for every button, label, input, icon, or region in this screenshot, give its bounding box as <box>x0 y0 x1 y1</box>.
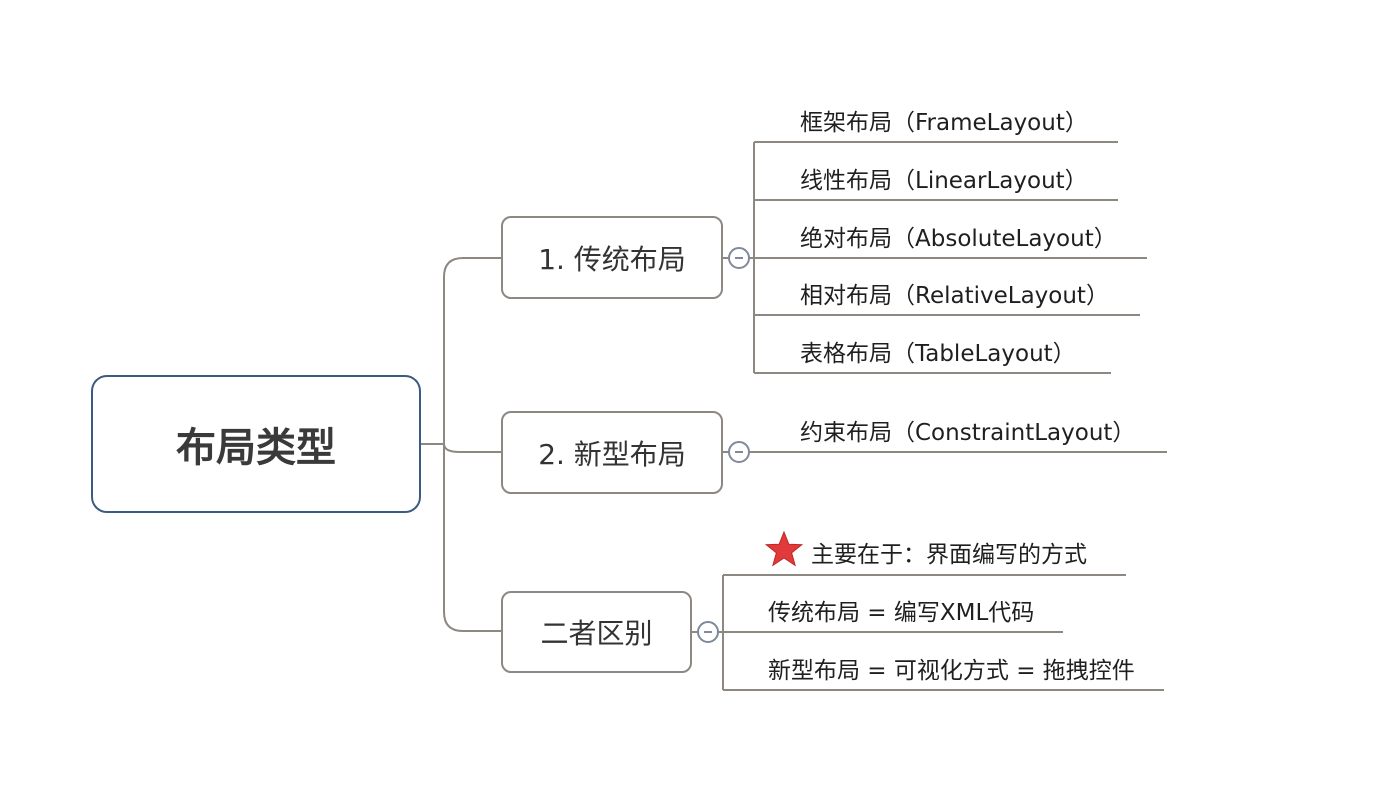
topic-label: 2. 新型布局 <box>538 437 686 471</box>
root-topic-label: 布局类型 <box>176 425 336 471</box>
topic-label: 1. 传统布局 <box>538 242 686 276</box>
collapse-toggle-icon[interactable] <box>697 621 719 643</box>
topic-new-layout[interactable]: 2. 新型布局 <box>501 411 723 494</box>
collapse-toggle-icon[interactable] <box>728 441 750 463</box>
connector-branch-3 <box>443 444 501 632</box>
root-topic[interactable]: 布局类型 <box>91 375 421 513</box>
topic-label: 二者区别 <box>540 617 653 650</box>
star-icon <box>764 530 804 567</box>
connector-branch-1 <box>443 257 501 444</box>
subtopic-table-layout[interactable]: 表格布局（TableLayout） <box>800 341 1076 367</box>
collapse-toggle-icon[interactable] <box>728 247 750 269</box>
subtopic-traditional-xml[interactable]: 传统布局 = 编写XML代码 <box>768 600 1035 626</box>
subtopic-linear-layout[interactable]: 线性布局（LinearLayout） <box>800 168 1088 194</box>
topic-traditional-layout[interactable]: 1. 传统布局 <box>501 216 723 299</box>
subtopic-absolute-layout[interactable]: 绝对布局（AbsoluteLayout） <box>800 226 1117 252</box>
subtopic-constraint-layout[interactable]: 约束布局（ConstraintLayout） <box>800 420 1136 446</box>
connector-branch-2 <box>443 443 501 453</box>
subtopic-relative-layout[interactable]: 相对布局（RelativeLayout） <box>800 283 1109 309</box>
subtopic-main-difference[interactable]: 主要在于：界面编写的方式 <box>811 542 1087 568</box>
subtopic-frame-layout[interactable]: 框架布局（FrameLayout） <box>800 110 1088 136</box>
subtopic-new-visual[interactable]: 新型布局 = 可视化方式 = 拖拽控件 <box>768 658 1135 684</box>
topic-differences[interactable]: 二者区别 <box>501 591 692 673</box>
